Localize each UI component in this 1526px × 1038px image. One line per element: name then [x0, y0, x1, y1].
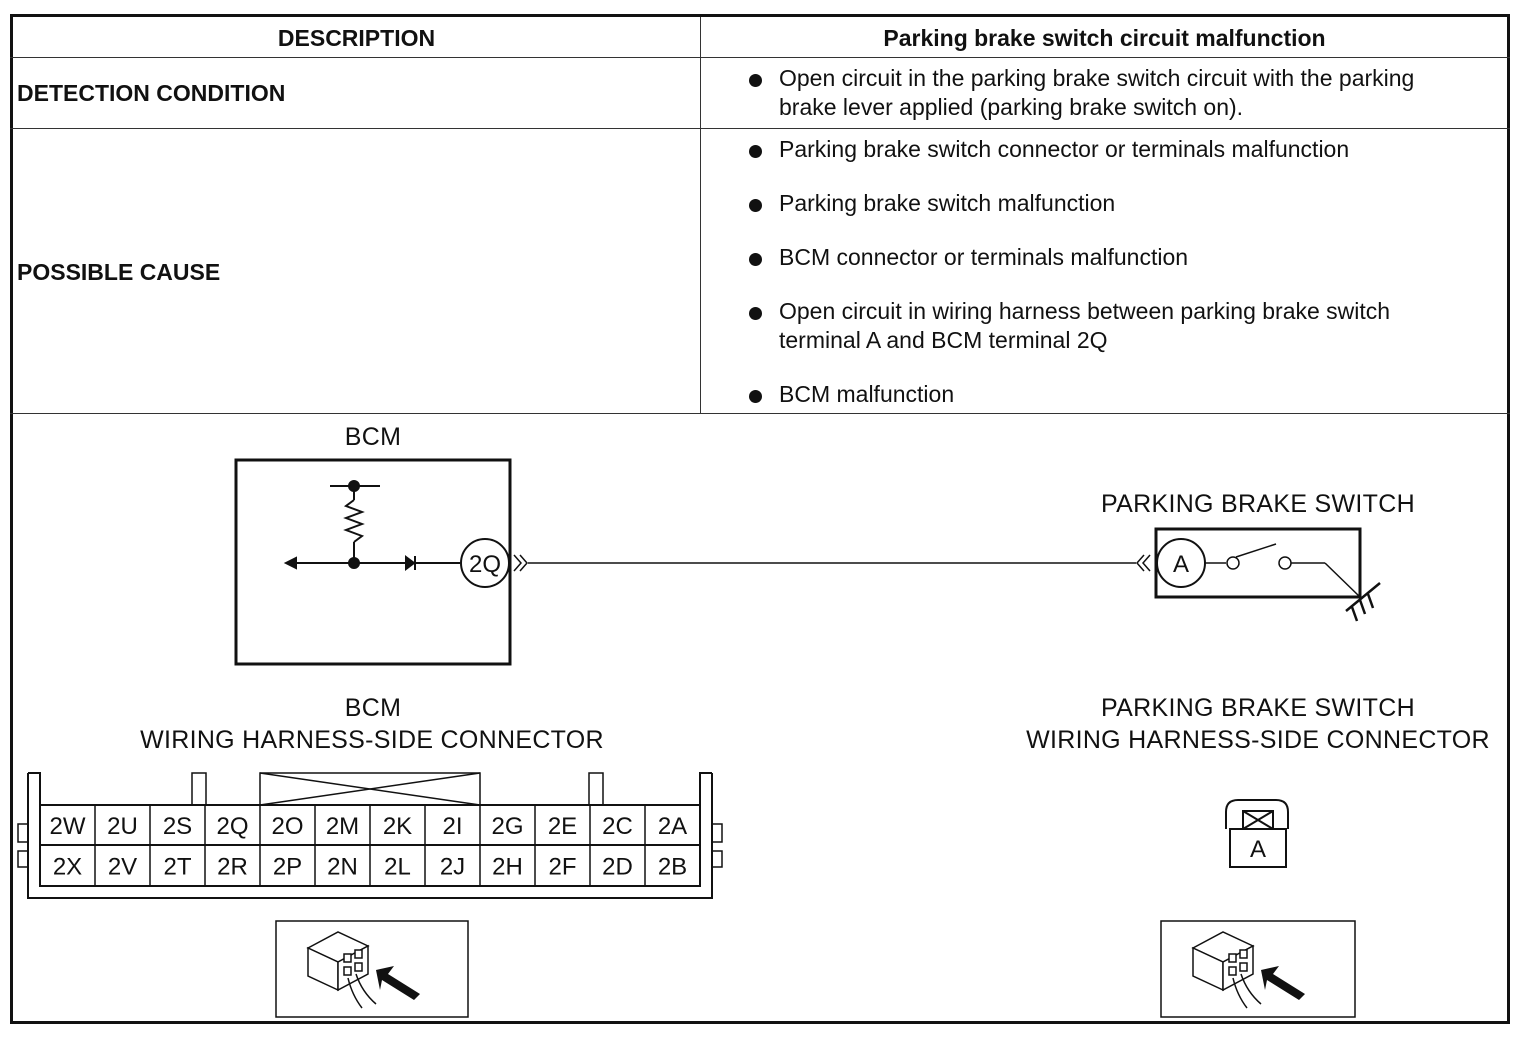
header-description: DESCRIPTION [277, 25, 436, 51]
table-column-divider [700, 17, 701, 414]
connector-pin-label: 2F [548, 854, 576, 881]
bcm-connector-subtitle: WIRING HARNESS-SIDE CONNECTOR [140, 726, 604, 754]
switch-connector-body [1225, 799, 1289, 868]
connector-pin-label: 2R [217, 854, 248, 881]
list-item: Parking brake switch connector or termin… [748, 135, 1468, 164]
switch-connector-title: PARKING BRAKE SWITCH [1101, 694, 1415, 722]
connector-pin-label: 2H [492, 854, 523, 881]
table-rule-header [10, 57, 1510, 58]
connector-pin-label: 2Q [216, 813, 248, 840]
bullet-icon [749, 74, 762, 87]
page-frame [10, 14, 1510, 1024]
connector-pin-label: 2V [108, 854, 137, 881]
connector-pin-label: 2M [326, 813, 359, 840]
connector-pin-label: 2U [107, 813, 138, 840]
table-rule-detection [10, 128, 1510, 129]
connector-pin-label: 2G [491, 813, 523, 840]
list-item: Parking brake switch malfunction [748, 189, 1468, 218]
connector-view-icon [275, 920, 469, 1018]
bcm-connector-title: BCM [344, 694, 402, 722]
bullet-icon [749, 145, 762, 158]
connector-pin-label: 2T [163, 854, 191, 881]
list-item: Open circuit in the parking brake switch… [748, 64, 1468, 122]
header-malfunction-title: Parking brake switch circuit malfunction [883, 25, 1326, 51]
connector-pin-label: 2I [442, 813, 462, 840]
connector-pin-label: 2B [658, 854, 687, 881]
bullet-icon [749, 390, 762, 403]
switch-terminal-label: A [1173, 551, 1189, 578]
connector-pin-label: 2X [53, 854, 82, 881]
bcm-title: BCM [344, 423, 402, 451]
table-rule-cause [10, 413, 1510, 414]
connector-pin-label: 2D [602, 854, 633, 881]
possible-cause-label: POSSIBLE CAUSE [17, 259, 221, 285]
switch-connector-subtitle: WIRING HARNESS-SIDE CONNECTOR [1026, 726, 1490, 754]
bullet-icon [749, 307, 762, 320]
connector-pin-label: 2J [440, 854, 465, 881]
bcm-internal-circuit-icon [283, 480, 460, 571]
connector-pin-label: 2N [327, 854, 358, 881]
connector-pin-label: 2A [658, 813, 687, 840]
bullet-icon [749, 199, 762, 212]
connector-pin-label: 2W [50, 813, 86, 840]
list-item: Open circuit in wiring harness between p… [748, 297, 1468, 355]
bullet-icon [749, 253, 762, 266]
connector-pin-label: 2O [271, 813, 303, 840]
switch-contact-icon [1205, 543, 1361, 598]
connector-pin-label: 2E [548, 813, 577, 840]
ground-icon [1345, 582, 1381, 622]
list-item: BCM malfunction [748, 380, 1468, 409]
bcm-box [234, 458, 512, 666]
list-item: BCM connector or terminals malfunction [748, 243, 1468, 272]
connector-pin-label: 2L [384, 854, 411, 881]
detection-condition-label: DETECTION CONDITION [17, 80, 286, 106]
connector-view-icon [1160, 920, 1356, 1018]
parking-brake-switch-title: PARKING BRAKE SWITCH [1101, 490, 1415, 518]
bcm-connector-mark-icon [513, 554, 528, 572]
connector-pin-label: 2C [602, 813, 633, 840]
connector-pin-label: 2K [383, 813, 412, 840]
connector-pin-label: 2P [273, 854, 302, 881]
connector-pin-label: 2S [163, 813, 192, 840]
bcm-terminal-label: 2Q [469, 551, 501, 578]
detection-condition-list: Open circuit in the parking brake switch… [748, 64, 1468, 122]
switch-connector-pin-label: A [1250, 836, 1266, 863]
bcm-connector-cells: 2W 2U 2S 2Q 2O 2M 2K 2I 2G 2E 2C 2A 2X 2V 2T 2R 2P 2N 2L 2J… [50, 805, 687, 886]
possible-cause-list: Parking brake switch connector or termin… [748, 135, 1468, 409]
switch-connector-mark-icon [1136, 554, 1151, 572]
bcm-terminal-circle [460, 538, 510, 588]
